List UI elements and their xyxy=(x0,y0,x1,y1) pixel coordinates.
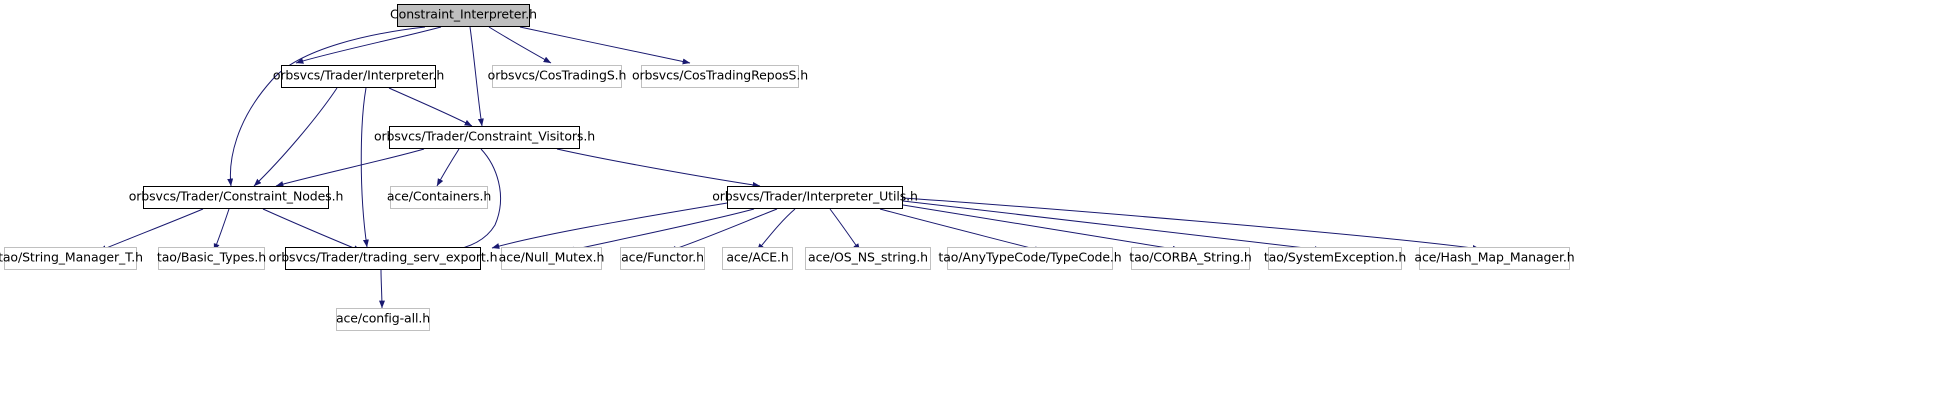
graph-node-label: ace/config-all.h xyxy=(335,310,431,326)
graph-node[interactable]: orbsvcs/Trader/Interpreter_Utils.h xyxy=(712,186,918,209)
graph-edge xyxy=(519,26,691,65)
graph-edge xyxy=(447,148,502,253)
graph-node: ace/Containers.h xyxy=(387,186,491,209)
graph-node-label: tao/String_Manager_T.h xyxy=(0,249,143,265)
graph-node[interactable]: orbsvcs/Trader/Constraint_Visitors.h xyxy=(374,126,595,149)
graph-edge xyxy=(556,148,761,188)
graph-node: ace/OS_NS_string.h xyxy=(805,247,931,270)
graph-edge xyxy=(360,87,369,248)
graph-edge xyxy=(902,204,1181,252)
graph-node-label: tao/Basic_Types.h xyxy=(156,249,267,265)
graph-node-label: orbsvcs/CosTradingReposS.h xyxy=(631,67,809,83)
graph-node: tao/CORBA_String.h xyxy=(1129,247,1252,270)
graph-edge xyxy=(879,208,1043,253)
graph-node-label: ace/OS_NS_string.h xyxy=(808,249,928,265)
graph-node-label: ace/Functor.h xyxy=(621,249,704,265)
graph-edge xyxy=(378,269,385,309)
graph-edge xyxy=(902,197,1481,251)
graph-edge xyxy=(98,208,204,252)
graph-node-label: tao/SystemException.h xyxy=(1263,249,1407,265)
graph-node: tao/Basic_Types.h xyxy=(157,247,266,270)
graph-node: ace/Null_Mutex.h xyxy=(499,247,604,270)
graph-edge xyxy=(469,26,484,127)
graph-node: ace/ACE.h xyxy=(722,247,793,270)
graph-node-label: orbsvcs/Trader/trading_serv_export.h xyxy=(268,249,498,265)
graph-edge xyxy=(227,26,426,187)
graph-node[interactable]: orbsvcs/Trader/trading_serv_export.h xyxy=(269,247,498,270)
graph-edge xyxy=(756,208,796,252)
graph-edge xyxy=(902,200,1323,253)
graph-edge xyxy=(488,26,552,64)
graph-node: ace/Functor.h xyxy=(620,247,705,270)
graph-node: tao/AnyTypeCode/TypeCode.h xyxy=(938,247,1122,270)
graph-node-label: orbsvcs/Trader/Constraint_Nodes.h xyxy=(128,188,344,204)
graph-node: ace/config-all.h xyxy=(336,308,430,331)
graph-edge xyxy=(213,208,230,252)
graph-node: orbsvcs/CosTradingReposS.h xyxy=(632,65,808,88)
graph-node-label: Constraint_Interpreter.h xyxy=(390,6,537,22)
graph-node-root[interactable]: Constraint_Interpreter.h xyxy=(390,4,537,27)
graph-node-label: ace/ACE.h xyxy=(726,249,789,265)
graph-edge xyxy=(295,26,442,64)
graph-node-label: ace/Null_Mutex.h xyxy=(498,249,605,265)
graph-edge xyxy=(253,87,338,187)
graph-node-label: orbsvcs/CosTradingS.h xyxy=(487,67,627,83)
graph-node-label: orbsvcs/Trader/Interpreter.h xyxy=(272,67,445,83)
graph-node: tao/String_Manager_T.h xyxy=(0,247,143,270)
graph-node[interactable]: orbsvcs/Trader/Interpreter.h xyxy=(273,65,444,88)
graph-node-label: orbsvcs/Trader/Constraint_Visitors.h xyxy=(373,128,596,144)
graph-node-label: tao/CORBA_String.h xyxy=(1129,249,1252,265)
graph-edge xyxy=(436,148,460,187)
graph-node[interactable]: orbsvcs/Trader/Constraint_Nodes.h xyxy=(129,186,343,209)
graph-node: ace/Hash_Map_Manager.h xyxy=(1414,247,1575,270)
graph-node-label: ace/Containers.h xyxy=(386,188,492,204)
graph-node-label: orbsvcs/Trader/Interpreter_Utils.h xyxy=(712,188,918,204)
graph-node: tao/SystemException.h xyxy=(1264,247,1406,270)
graph-edge xyxy=(566,208,755,253)
graph-edge xyxy=(668,208,778,252)
graph-edge xyxy=(829,208,861,252)
graph-node-label: tao/AnyTypeCode/TypeCode.h xyxy=(938,249,1122,265)
graph-edge xyxy=(262,208,362,252)
graph-node: orbsvcs/CosTradingS.h xyxy=(488,65,626,88)
graph-node-label: ace/Hash_Map_Manager.h xyxy=(1414,249,1575,265)
graph-edge xyxy=(491,202,728,249)
graph-edge xyxy=(275,148,425,187)
graph-edge xyxy=(388,87,473,127)
